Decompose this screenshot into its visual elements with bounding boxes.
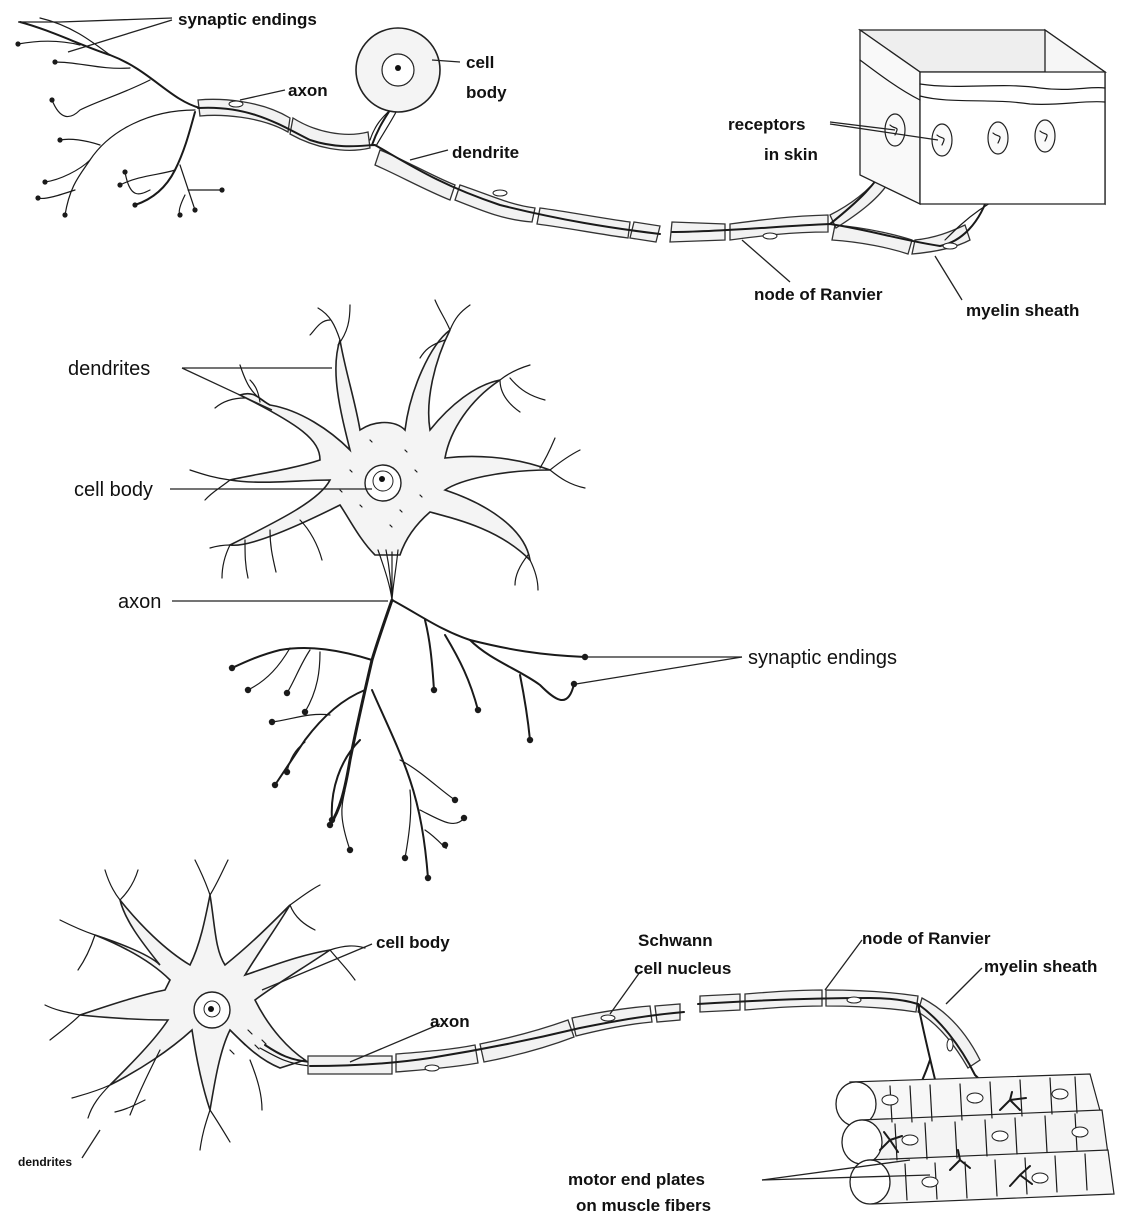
sensory-neuron: synaptic endings axon cell body dendrite… xyxy=(15,10,1105,320)
motor-cell-body-label: cell body xyxy=(376,933,450,952)
interneuron-axon-branches xyxy=(229,550,588,881)
motor-end-plates-label-line2: on muscle fibers xyxy=(576,1196,711,1215)
sensory-cell-body-label-line2: body xyxy=(466,83,507,102)
receptors-label-line1: receptors xyxy=(728,115,805,134)
sensory-dendrite-label: dendrite xyxy=(452,143,519,162)
motor-node-of-ranvier-label: node of Ranvier xyxy=(862,929,991,948)
motor-cell-body xyxy=(45,860,365,1150)
receptors-label-line2: in skin xyxy=(764,145,818,164)
interneuron-cell-body-label: cell body xyxy=(74,479,153,501)
motor-end-plates-label-line1: motor end plates xyxy=(568,1170,705,1189)
motor-myelin-sheath-label: myelin sheath xyxy=(984,957,1097,976)
interneuron-synaptic-endings-label: synaptic endings xyxy=(748,647,897,669)
muscle-fibers xyxy=(836,1074,1114,1204)
sensory-synaptic-branches xyxy=(15,18,224,218)
sensory-node-of-ranvier-label: node of Ranvier xyxy=(754,285,883,304)
interneuron-dendrites-label: dendrites xyxy=(68,358,150,380)
interneuron-dendrites xyxy=(190,300,585,590)
schwann-label-line1: Schwann xyxy=(638,931,713,950)
motor-neuron: cell body Schwann cell nucleus node of R… xyxy=(18,860,1114,1215)
sensory-cell-body-label-line1: cell xyxy=(466,53,494,72)
interneuron: dendrites cell body axon synaptic ending… xyxy=(68,300,897,881)
sensory-axon-label: axon xyxy=(288,81,328,100)
motor-axon-label: axon xyxy=(430,1012,470,1031)
skin-block xyxy=(860,30,1105,204)
interneuron-axon-label: axon xyxy=(118,591,161,613)
sensory-cell-body xyxy=(356,28,440,146)
sensory-synaptic-endings-label: synaptic endings xyxy=(178,10,317,29)
motor-dendrites-label: dendrites xyxy=(18,1155,72,1169)
sensory-myelin-sheath-label: myelin sheath xyxy=(966,301,1079,320)
schwann-label-line2: cell nucleus xyxy=(634,959,731,978)
